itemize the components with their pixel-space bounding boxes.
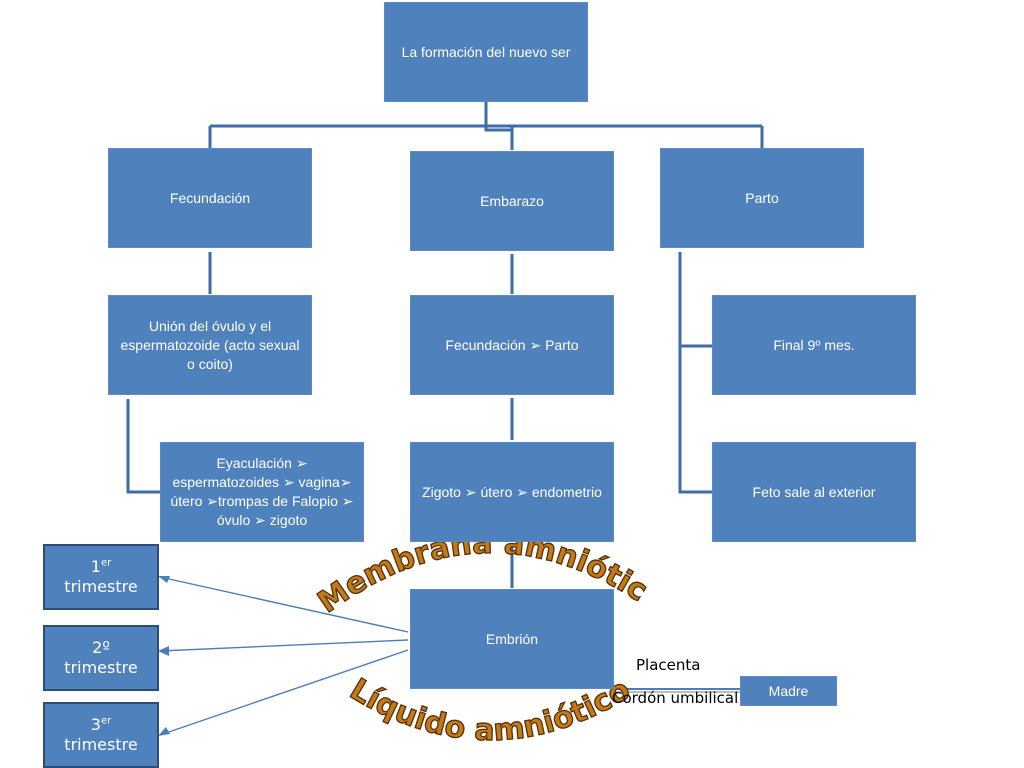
fecundacion-label: Fecundación bbox=[169, 190, 251, 206]
embarazo-label: Embarazo bbox=[480, 192, 544, 209]
trimester-2-box[interactable]: 2º trimestre bbox=[43, 625, 159, 691]
embarazo-sequence-node[interactable]: Zigoto ➢ útero ➢ endometrio bbox=[410, 442, 614, 542]
embrion-node[interactable]: Embrión bbox=[410, 589, 614, 689]
fecundacion-sequence-label: Eyaculación ➢ espermatozoides ➢ vagina➢ … bbox=[170, 455, 354, 528]
parto-node[interactable]: Parto bbox=[660, 148, 864, 248]
root-label: La formación del nuevo ser bbox=[401, 43, 571, 60]
placenta-label: Placenta bbox=[636, 656, 701, 674]
madre-node[interactable]: Madre bbox=[740, 676, 837, 706]
parto-label: Parto bbox=[745, 190, 779, 206]
madre-label: Madre bbox=[768, 682, 809, 699]
trimester-3-number: 3er bbox=[90, 715, 112, 734]
arrowhead-3 bbox=[158, 727, 170, 736]
arrowhead-2 bbox=[158, 646, 169, 656]
root-connector bbox=[208, 102, 764, 150]
embarazo-sequence-label: Zigoto ➢ útero ➢ endometrio bbox=[422, 483, 602, 500]
arrowhead-1 bbox=[158, 576, 170, 583]
trimester-1-box[interactable]: 1er trimestre bbox=[43, 544, 159, 610]
root-node[interactable]: La formación del nuevo ser bbox=[384, 2, 588, 102]
fecundacion-sequence-node[interactable]: Eyaculación ➢ espermatozoides ➢ vagina➢ … bbox=[160, 442, 364, 542]
parto-sequence-node[interactable]: Feto sale al exterior bbox=[712, 442, 916, 542]
fecundacion-detail-label: Unión del óvulo y el espermatozoide (act… bbox=[120, 317, 300, 372]
parto-to-children-connector bbox=[678, 252, 712, 494]
embarazo-detail-node[interactable]: Fecundación ➢ Parto bbox=[410, 295, 614, 395]
trimester-1-number: 1er bbox=[90, 557, 112, 576]
parto-sequence-label: Feto sale al exterior bbox=[752, 483, 876, 500]
trimester-3-word: trimestre bbox=[64, 735, 138, 754]
trimester-2-word: trimestre bbox=[64, 658, 138, 677]
trimester-3-box[interactable]: 3er trimestre bbox=[43, 702, 159, 768]
parto-detail-label: Final 9º mes. bbox=[773, 336, 855, 353]
embrion-label: Embrión bbox=[485, 630, 539, 647]
parto-detail-node[interactable]: Final 9º mes. bbox=[712, 295, 916, 395]
fecundacion-detail-node[interactable]: Unión del óvulo y el espermatozoide (act… bbox=[108, 295, 312, 395]
fecundacion-node[interactable]: Fecundación bbox=[108, 148, 312, 248]
embarazo-detail-label: Fecundación ➢ Parto bbox=[445, 336, 579, 353]
arrow-to-trimester-1 bbox=[159, 576, 409, 633]
arrow-to-trimester-3 bbox=[159, 649, 409, 736]
trimester-2-number: 2º bbox=[92, 638, 110, 657]
trimester-1-word: trimestre bbox=[64, 577, 138, 596]
fecundacion-detail-to-sequence-connector bbox=[126, 399, 160, 494]
embarazo-node[interactable]: Embarazo bbox=[410, 151, 614, 251]
arrow-to-trimester-2 bbox=[159, 639, 409, 652]
cord-label: Cordón umbilical bbox=[612, 689, 739, 707]
